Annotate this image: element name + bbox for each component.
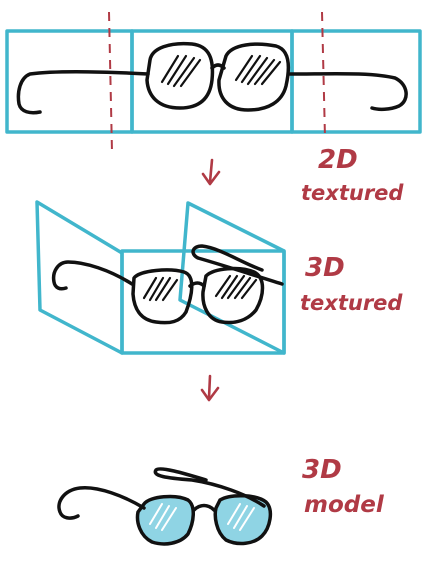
angled-left-panel bbox=[35, 200, 124, 355]
model-glasses-drawing bbox=[57, 467, 273, 546]
flat-glasses-drawing bbox=[16, 41, 408, 115]
fold-lines bbox=[108, 11, 326, 153]
model-left-lens bbox=[135, 494, 195, 546]
label-2d-textured-line2: textured bbox=[301, 181, 404, 205]
fold-line-right bbox=[321, 11, 326, 139]
label-3d-textured-line2: textured bbox=[300, 291, 403, 315]
model-right-lens bbox=[213, 494, 273, 546]
flat-right-lens bbox=[217, 42, 291, 112]
3d-bridge bbox=[188, 281, 206, 288]
model-left-temple bbox=[57, 486, 146, 520]
stage-3d-model bbox=[57, 467, 273, 546]
flat-bridge bbox=[210, 63, 226, 70]
stage-3d-textured bbox=[35, 200, 286, 355]
texture-panels-flat bbox=[5, 29, 422, 134]
flat-left-temple bbox=[16, 69, 150, 115]
label-3d-model-line1: 3D bbox=[302, 455, 342, 485]
model-lens-fill bbox=[137, 495, 271, 544]
label-3d-textured-line1: 3D bbox=[305, 253, 345, 283]
flat-lens-hatching bbox=[160, 54, 282, 88]
label-3d-textured: 3D textured bbox=[300, 253, 403, 315]
label-3d-model: 3D model bbox=[302, 455, 385, 518]
label-2d-textured-line1: 2D bbox=[318, 145, 358, 175]
stage-2d-textured bbox=[5, 11, 422, 153]
texture-panels-3d bbox=[35, 200, 286, 355]
3d-right-lens bbox=[201, 266, 265, 325]
label-2d-textured: 2D textured bbox=[301, 145, 404, 205]
fold-line-left bbox=[108, 11, 113, 153]
label-3d-model-line2: model bbox=[304, 492, 385, 518]
arrow-down-icon bbox=[201, 158, 221, 186]
3d-left-temple bbox=[51, 260, 134, 291]
3d-right-temple bbox=[191, 244, 284, 286]
model-lens-hatching bbox=[149, 503, 255, 531]
right-temple-panel bbox=[290, 29, 422, 134]
flat-right-temple bbox=[288, 71, 408, 112]
left-temple-panel bbox=[5, 29, 134, 134]
3d-lens-hatching bbox=[142, 274, 258, 302]
perspective-glasses-drawing bbox=[51, 244, 284, 325]
arrow-down-icon bbox=[200, 374, 220, 402]
model-bridge bbox=[192, 503, 216, 512]
3d-left-lens bbox=[131, 268, 194, 325]
angled-right-panel bbox=[178, 201, 286, 355]
flat-left-lens bbox=[145, 41, 215, 110]
model-right-temple bbox=[153, 467, 266, 508]
